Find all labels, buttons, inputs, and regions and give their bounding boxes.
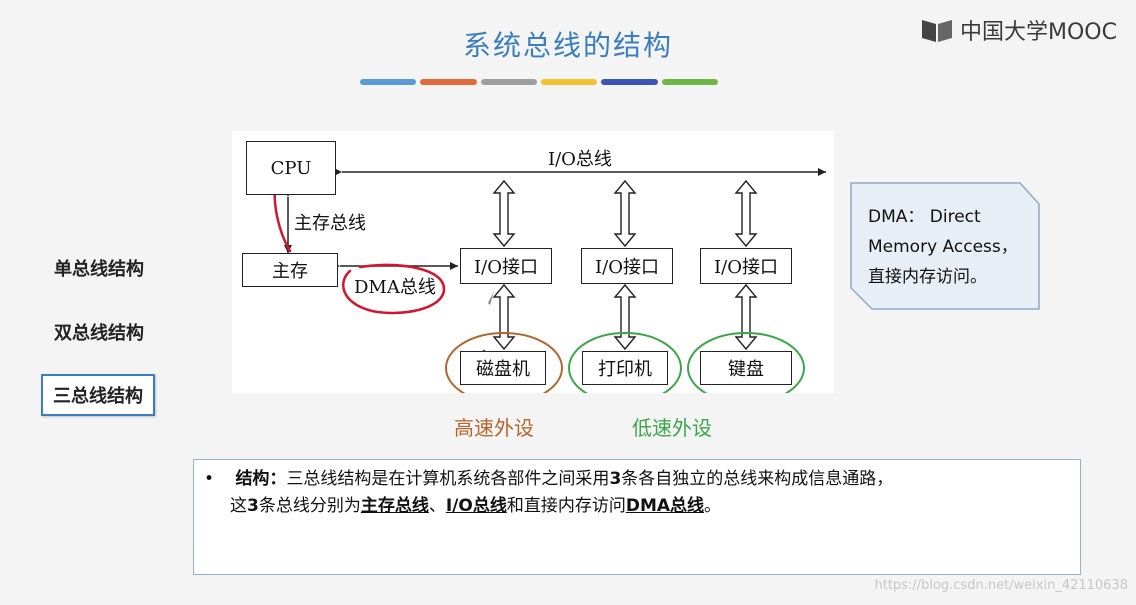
description-box: • 结构：三总线结构是在计算机系统各部件之间采用3条各自独立的总线来构成信息通路…: [193, 459, 1081, 575]
dma-bus-label: DMA总线: [354, 277, 436, 298]
description-part: 和直接内存访问: [506, 496, 626, 516]
description-part: 三总线结构是在计算机系统各部件之间采用: [286, 469, 610, 489]
memory-bus-label: 主存总线: [294, 213, 366, 234]
low-speed-label: 低速外设: [632, 416, 712, 440]
cpu-box: CPU: [246, 141, 336, 195]
device-link-1: [492, 283, 516, 351]
sidebar-item-single-bus[interactable]: 单总线结构: [54, 259, 144, 280]
keyboard-ellipse: [687, 332, 805, 393]
description-part: 、: [428, 496, 446, 516]
high-speed-label: 高速外设: [454, 416, 534, 440]
color-segment: [601, 79, 658, 85]
color-segment: [420, 79, 477, 85]
disk-box: 磁盘机: [460, 351, 546, 385]
io-bus-label: I/O总线: [548, 149, 612, 170]
sidebar-item-dual-bus[interactable]: 双总线结构: [54, 323, 144, 344]
bus-name-memory: 主存总线: [360, 496, 429, 516]
logo-text: 中国大学MOOC: [960, 20, 1117, 45]
description-label: 结构：: [235, 469, 287, 489]
io-bus-link-3: [734, 179, 758, 248]
description-number: 3: [247, 496, 259, 516]
dma-note-line-3: 直接内存访问。: [868, 267, 987, 287]
dma-annotation-circle: [342, 263, 446, 315]
dma-note-line-1: DMA： Direct: [868, 207, 981, 227]
title-color-bar: [360, 79, 718, 85]
description-part: 条总线分别为: [258, 496, 361, 516]
bullet-icon: •: [204, 469, 215, 489]
bus-name-io: I/O总线: [445, 496, 507, 516]
description-part: 。: [704, 496, 722, 516]
color-segment: [661, 79, 718, 85]
printer-box: 打印机: [582, 351, 668, 385]
description-part: 这: [230, 496, 247, 516]
keyboard-box: 键盘: [700, 351, 792, 385]
device-link-3: [734, 283, 758, 351]
page-title: 系统总线的结构: [462, 29, 673, 62]
description-line-2: 这3条总线分别为主存总线、I/O总线和直接内存访问DMA总线。: [204, 493, 1070, 520]
printer-ellipse: [568, 332, 682, 393]
main-memory-box: 主存: [242, 253, 338, 287]
sidebar-item-triple-bus[interactable]: 三总线结构: [41, 374, 155, 416]
watermark: https://blog.csdn.net/weixin_42110638: [874, 578, 1128, 593]
description-text: • 结构：三总线结构是在计算机系统各部件之间采用3条各自独立的总线来构成信息通路…: [204, 466, 1070, 520]
io-bus-link-1: [492, 179, 516, 248]
pen-cursor-icon: [488, 291, 494, 305]
device-link-2: [613, 283, 637, 351]
color-segment: [480, 79, 537, 85]
description-line-1: • 结构：三总线结构是在计算机系统各部件之间采用3条各自独立的总线来构成信息通路…: [204, 466, 1070, 493]
bus-structure-diagram: CPU 主存 I/O总线 主存总线 DMA总线 I/O接口 I/O接口 I/O接…: [232, 131, 834, 393]
io-interface-box-2: I/O接口: [581, 248, 673, 284]
high-speed-ellipse: [445, 332, 563, 393]
io-bus-link-2: [613, 179, 637, 248]
color-segment: [360, 79, 417, 85]
description-part: 条各自独立的总线来构成信息通路，: [621, 469, 894, 489]
bus-name-dma: DMA总线: [625, 496, 705, 516]
io-interface-box-1: I/O接口: [460, 248, 552, 284]
dma-note-callout: DMA： Direct Memory Access， 直接内存访问。: [850, 182, 1040, 310]
color-segment: [540, 79, 598, 85]
callout-shape: [850, 182, 1040, 310]
description-number: 3: [609, 469, 622, 489]
dma-note-line-2: Memory Access，: [868, 237, 1018, 257]
book-logo-icon: [922, 20, 952, 42]
mooc-logo: 中国大学MOOC: [920, 14, 1117, 46]
io-interface-box-3: I/O接口: [700, 248, 792, 284]
